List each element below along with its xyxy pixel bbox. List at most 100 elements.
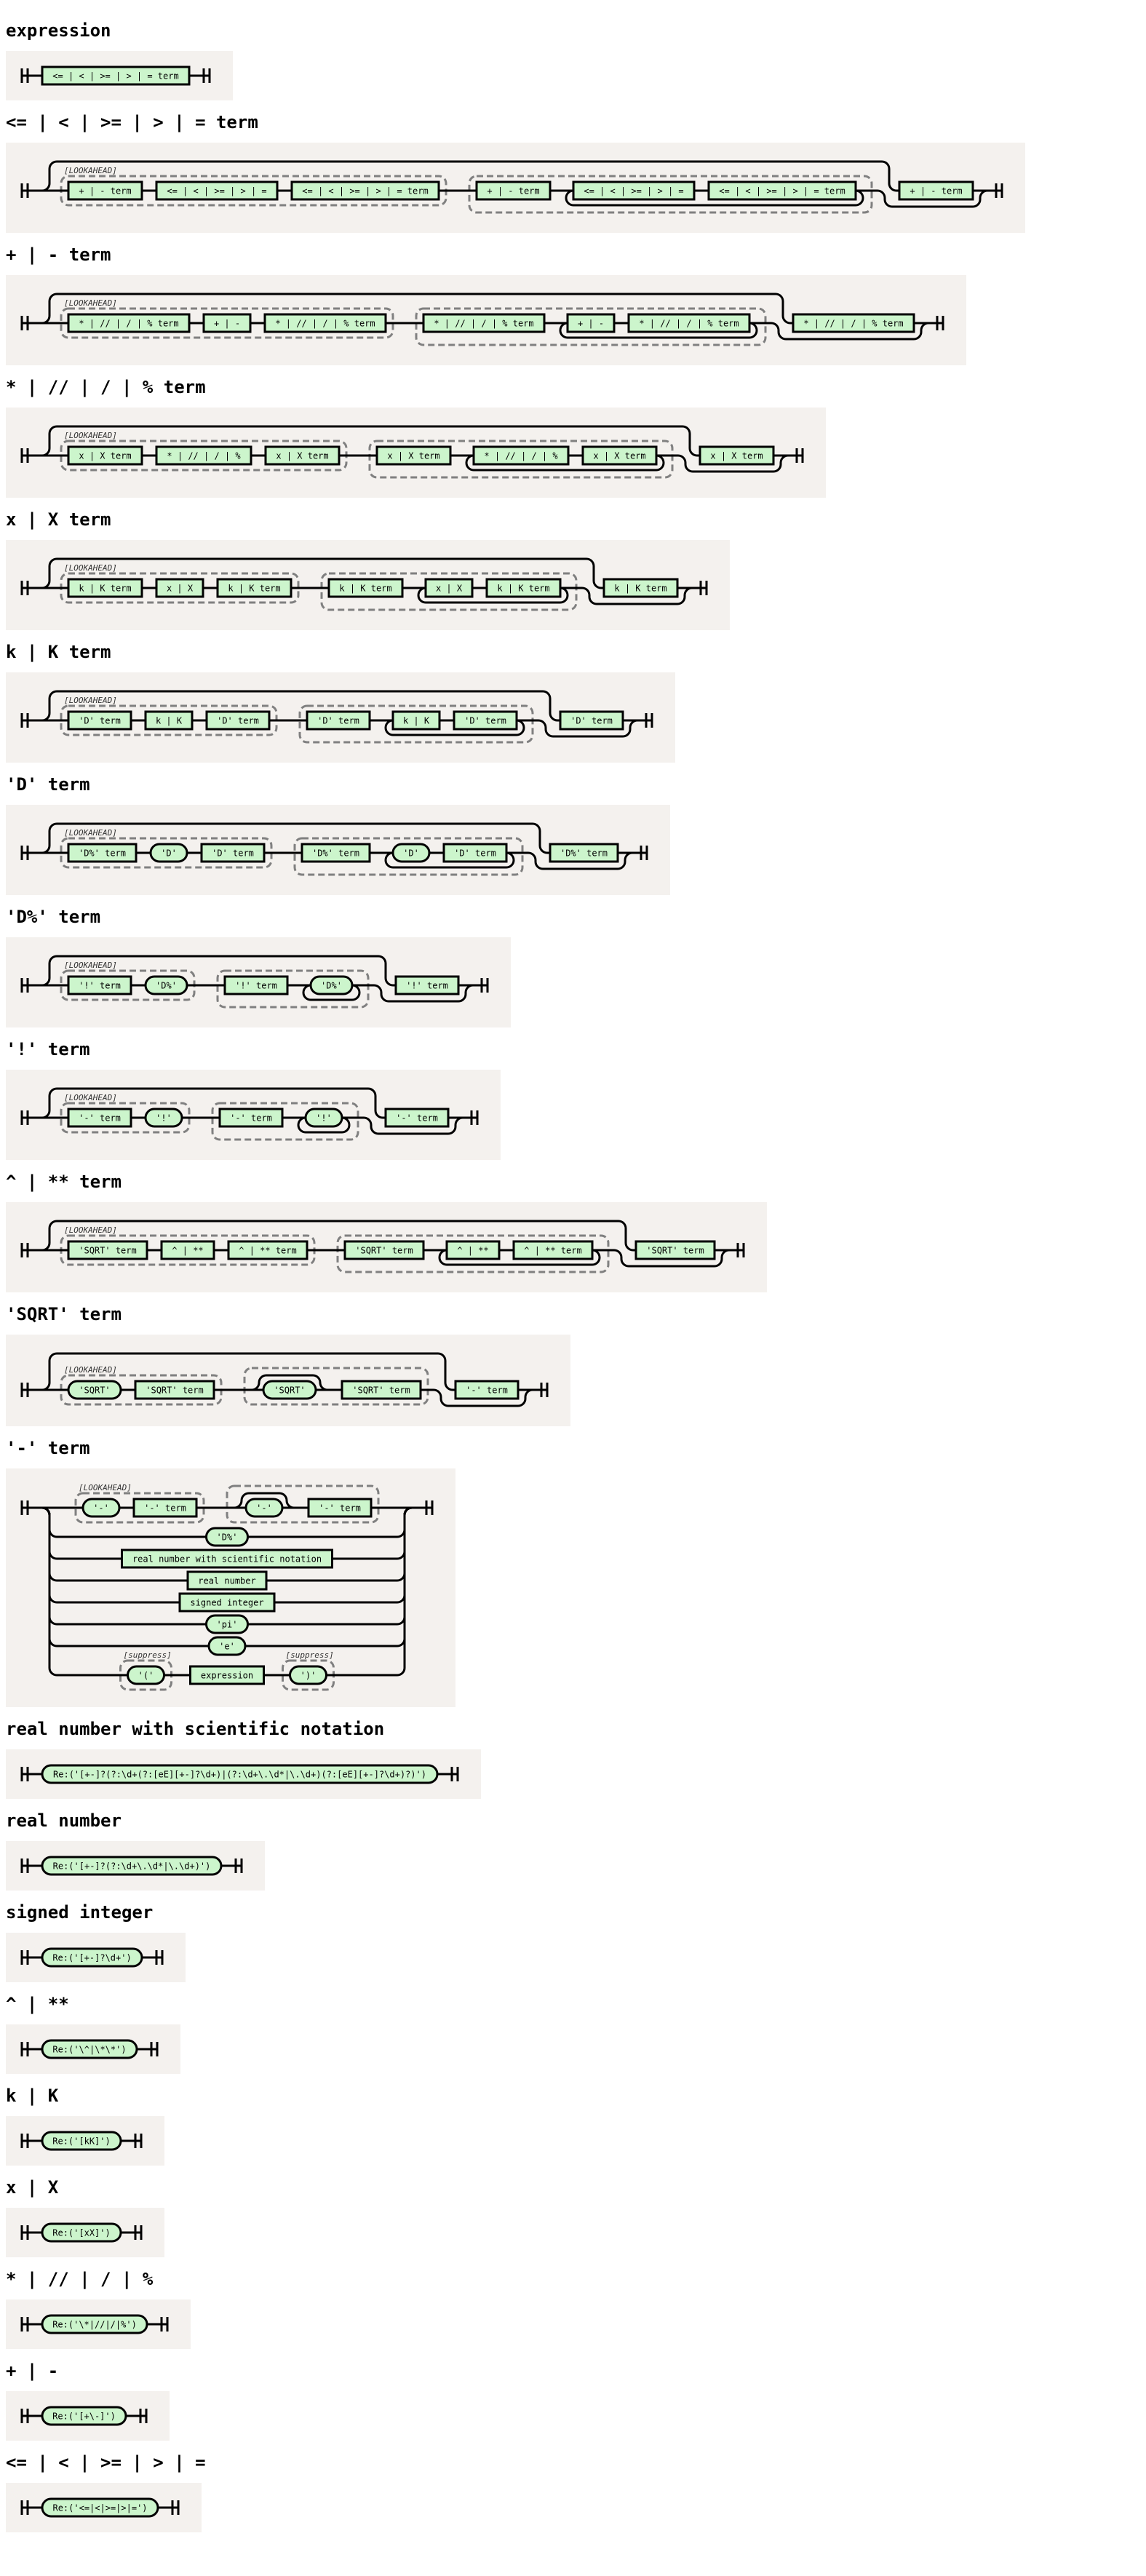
group-annotation: [suppress] bbox=[124, 1650, 172, 1660]
rule-d-term: 'D' term[LOOKAHEAD]'D%' term'D''D' term'… bbox=[6, 774, 1146, 895]
nonterminal-term: '!' term bbox=[394, 975, 460, 995]
group-annotation: [LOOKAHEAD] bbox=[64, 1225, 117, 1235]
railroad-diagram: [LOOKAHEAD]'-''-' term'-''-' term'D%'rea… bbox=[6, 1468, 455, 1707]
nonterminal-term: <= | < | >= | > | = term bbox=[707, 180, 857, 201]
rule-d-term: 'D%' term[LOOKAHEAD]'!' term'D%''!' term… bbox=[6, 907, 1146, 1027]
start-cap-icon bbox=[20, 978, 42, 993]
nonterminal-term: <= | < | >= | > | = term bbox=[290, 180, 440, 201]
nonterminal-term: + | - term bbox=[898, 180, 974, 201]
group-box: x | X term* | // | / | %x | X term bbox=[365, 440, 677, 479]
terminal-d: 'D%' bbox=[144, 975, 188, 995]
terminal-re-xx: Re:('[xX]') bbox=[41, 2222, 122, 2243]
group-box: [LOOKAHEAD]'SQRT' term^ | **^ | ** term bbox=[57, 1225, 319, 1266]
railroad-diagram: [LOOKAHEAD]+ | - term<= | < | >= | > | =… bbox=[6, 143, 1025, 233]
node-label: 'D%' bbox=[217, 1533, 238, 1543]
group-box: 'SQRT' 'SQRT' term bbox=[240, 1367, 432, 1406]
node-label: ^ | ** term bbox=[524, 1246, 581, 1256]
terminal-sqrt: 'SQRT' bbox=[67, 1380, 122, 1400]
group-box: [LOOKAHEAD]'!' term'D%' bbox=[57, 961, 199, 1001]
node-label: + | - term bbox=[910, 186, 962, 196]
nonterminal-k-k-term: k | K term bbox=[485, 578, 562, 598]
terminal-d: 'D' bbox=[149, 843, 188, 863]
node-label: 'D%' bbox=[156, 981, 177, 991]
rule-title: signed integer bbox=[6, 1902, 154, 1923]
nonterminal-expression: expression bbox=[189, 1665, 265, 1685]
nonterminal-d-term: 'D%' term bbox=[301, 843, 371, 863]
rule-term: + | - term[LOOKAHEAD]* | // | / | % term… bbox=[6, 245, 1146, 365]
rule-expression: expression<= | < | >= | > | = term bbox=[6, 20, 1146, 100]
nonterminal-d-term: 'D' term bbox=[442, 843, 508, 863]
nonterminal-sqrt-term: 'SQRT' term bbox=[134, 1380, 215, 1400]
terminal-re-kk: Re:('[kK]') bbox=[41, 2131, 122, 2151]
end-cap-icon bbox=[782, 448, 804, 463]
group-box: '-''-' term bbox=[223, 1484, 383, 1524]
rule-term: * | // | / | % term[LOOKAHEAD]x | X term… bbox=[6, 377, 1146, 498]
nonterminal-x-x-term: x | X term bbox=[375, 445, 452, 466]
terminal-symbol: ')' bbox=[289, 1665, 327, 1685]
node-label: Re:('[+-]?(?:\d+(?:[eE][+-]?\d+)|(?:\d+\… bbox=[53, 1770, 426, 1780]
node-label: '!' term bbox=[79, 981, 121, 991]
nonterminal-term: ^ | ** term bbox=[227, 1240, 309, 1260]
node-label: real number bbox=[198, 1576, 255, 1586]
rule-term: '-' term[LOOKAHEAD]'-''-' term'-''-' ter… bbox=[6, 1438, 1146, 1707]
group-box: '!' term'D%' bbox=[213, 969, 373, 1009]
node-label: k | K term bbox=[228, 584, 280, 594]
start-cap-icon bbox=[20, 2042, 42, 2056]
railroad-diagram: [LOOKAHEAD]'SQRT' term^ | **^ | ** term '… bbox=[6, 1202, 767, 1292]
node-label: Re:('<=|<|>=|>|=') bbox=[52, 2503, 147, 2513]
railroad-diagram: Re:('[+-]?\d+') bbox=[6, 1933, 186, 1982]
start-cap-icon bbox=[20, 846, 42, 860]
nonterminal-x-x-term: x | X term bbox=[699, 445, 775, 466]
node-label: <= | < | >= | > | = bbox=[167, 186, 266, 196]
terminal-re: Re:('\*|//|/|%') bbox=[41, 2314, 148, 2334]
nonterminal-term: * | // | / | % term bbox=[792, 313, 915, 333]
terminal-symbol: '!' bbox=[304, 1108, 343, 1128]
node-label: ^ | ** term bbox=[239, 1246, 296, 1256]
group-box: 'D%' term'D''D' term bbox=[290, 837, 527, 876]
rule-sqrt-term: 'SQRT' term[LOOKAHEAD]'SQRT''SQRT' term'… bbox=[6, 1304, 1146, 1426]
node-label: x | X term bbox=[710, 451, 763, 461]
end-cap-icon bbox=[126, 2409, 148, 2423]
nonterminal-term: * | // | / | % term bbox=[263, 313, 387, 333]
railroad-diagram: Re:('\^|\*\*') bbox=[6, 2024, 180, 2074]
terminal-re: Re:('<=|<|>=|>|=') bbox=[41, 2497, 159, 2518]
node-label: * | // | / | % term bbox=[803, 319, 903, 329]
nonterminal-sqrt-term: 'SQRT' term bbox=[341, 1380, 422, 1400]
end-cap-icon bbox=[923, 316, 944, 330]
end-cap-icon bbox=[221, 1859, 243, 1873]
node-label: '-' bbox=[93, 1503, 109, 1514]
end-cap-icon bbox=[467, 978, 489, 993]
node-label: Re:('[+-]?\d+') bbox=[52, 1953, 131, 1963]
nonterminal-sqrt-term: 'SQRT' term bbox=[343, 1240, 425, 1260]
group-annotation: [LOOKAHEAD] bbox=[64, 563, 117, 573]
node-label: Re:('\^|\*\*') bbox=[52, 2045, 126, 2055]
node-label: '!' bbox=[316, 1113, 332, 1124]
node-label: + | - term bbox=[79, 186, 131, 196]
end-cap-icon bbox=[632, 713, 653, 728]
rule-title: <= | < | >= | > | = term bbox=[6, 112, 258, 132]
start-cap-icon bbox=[20, 1110, 42, 1125]
node-label: * | // | / | % bbox=[484, 451, 558, 461]
node-label: 'D%' term bbox=[79, 848, 126, 859]
group-box: [suppress]'(' bbox=[116, 1650, 176, 1691]
terminal-re-d-ee-d-d-d-d-ee-d: Re:('[+-]?(?:\d+(?:[eE][+-]?\d+)|(?:\d+\… bbox=[41, 1764, 439, 1784]
node-label: 'SQRT' bbox=[79, 1386, 110, 1396]
nonterminal-sqrt-term: 'SQRT' term bbox=[634, 1240, 716, 1260]
terminal-sqrt: 'SQRT' bbox=[262, 1380, 317, 1400]
node-label: * | // | / | % term bbox=[639, 319, 739, 329]
nonterminal-term: '-' term bbox=[218, 1108, 284, 1128]
start-cap-icon bbox=[20, 1243, 42, 1257]
nonterminal-d-term: 'D' term bbox=[67, 710, 132, 731]
railroad-diagram: Re:('[xX]') bbox=[6, 2208, 164, 2257]
nonterminal-term: <= | < | >= | > | = term bbox=[41, 65, 191, 86]
node-label: '!' term bbox=[235, 981, 277, 991]
end-cap-icon bbox=[626, 846, 648, 860]
node-label: 'e' bbox=[219, 1642, 235, 1652]
nonterminal-term: * | // | / | % term bbox=[627, 313, 751, 333]
